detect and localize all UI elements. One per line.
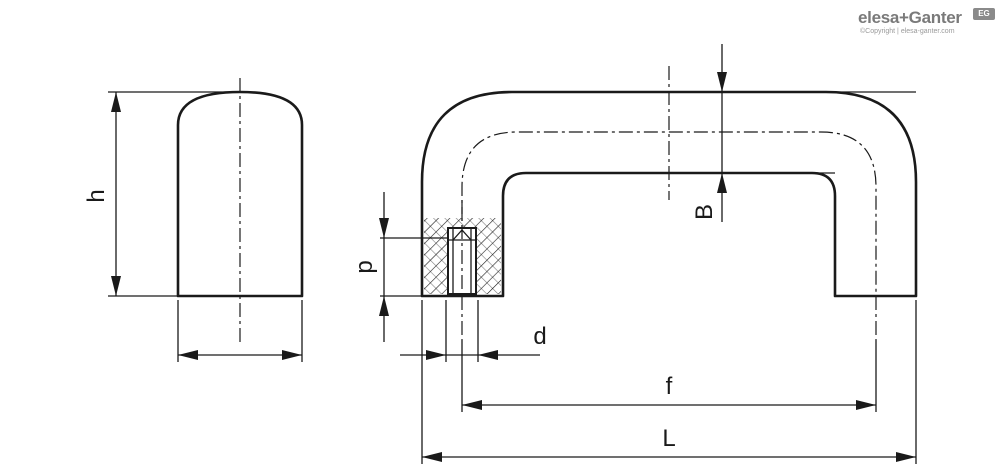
handle-centerline (461, 131, 877, 296)
dim-h-label: h (83, 189, 110, 202)
brand-logo: elesa+Ganter EG ©Copyright | elesa-gante… (858, 8, 998, 40)
handle-outline (420, 90, 918, 298)
side-view-outline (176, 90, 304, 298)
dim-p-label: p (351, 260, 378, 273)
brand-name: elesa+Ganter (858, 8, 962, 27)
dim-b-label: B (691, 204, 718, 220)
side-view: h (83, 78, 304, 362)
dim-l-label: L (662, 425, 675, 452)
brand-copyright: ©Copyright | elesa-ganter.com (860, 28, 955, 35)
dim-f-label: f (666, 373, 673, 400)
brand-badge: EG (973, 8, 995, 20)
dim-d-label: d (533, 323, 546, 350)
front-view: p B d f L (351, 44, 918, 464)
